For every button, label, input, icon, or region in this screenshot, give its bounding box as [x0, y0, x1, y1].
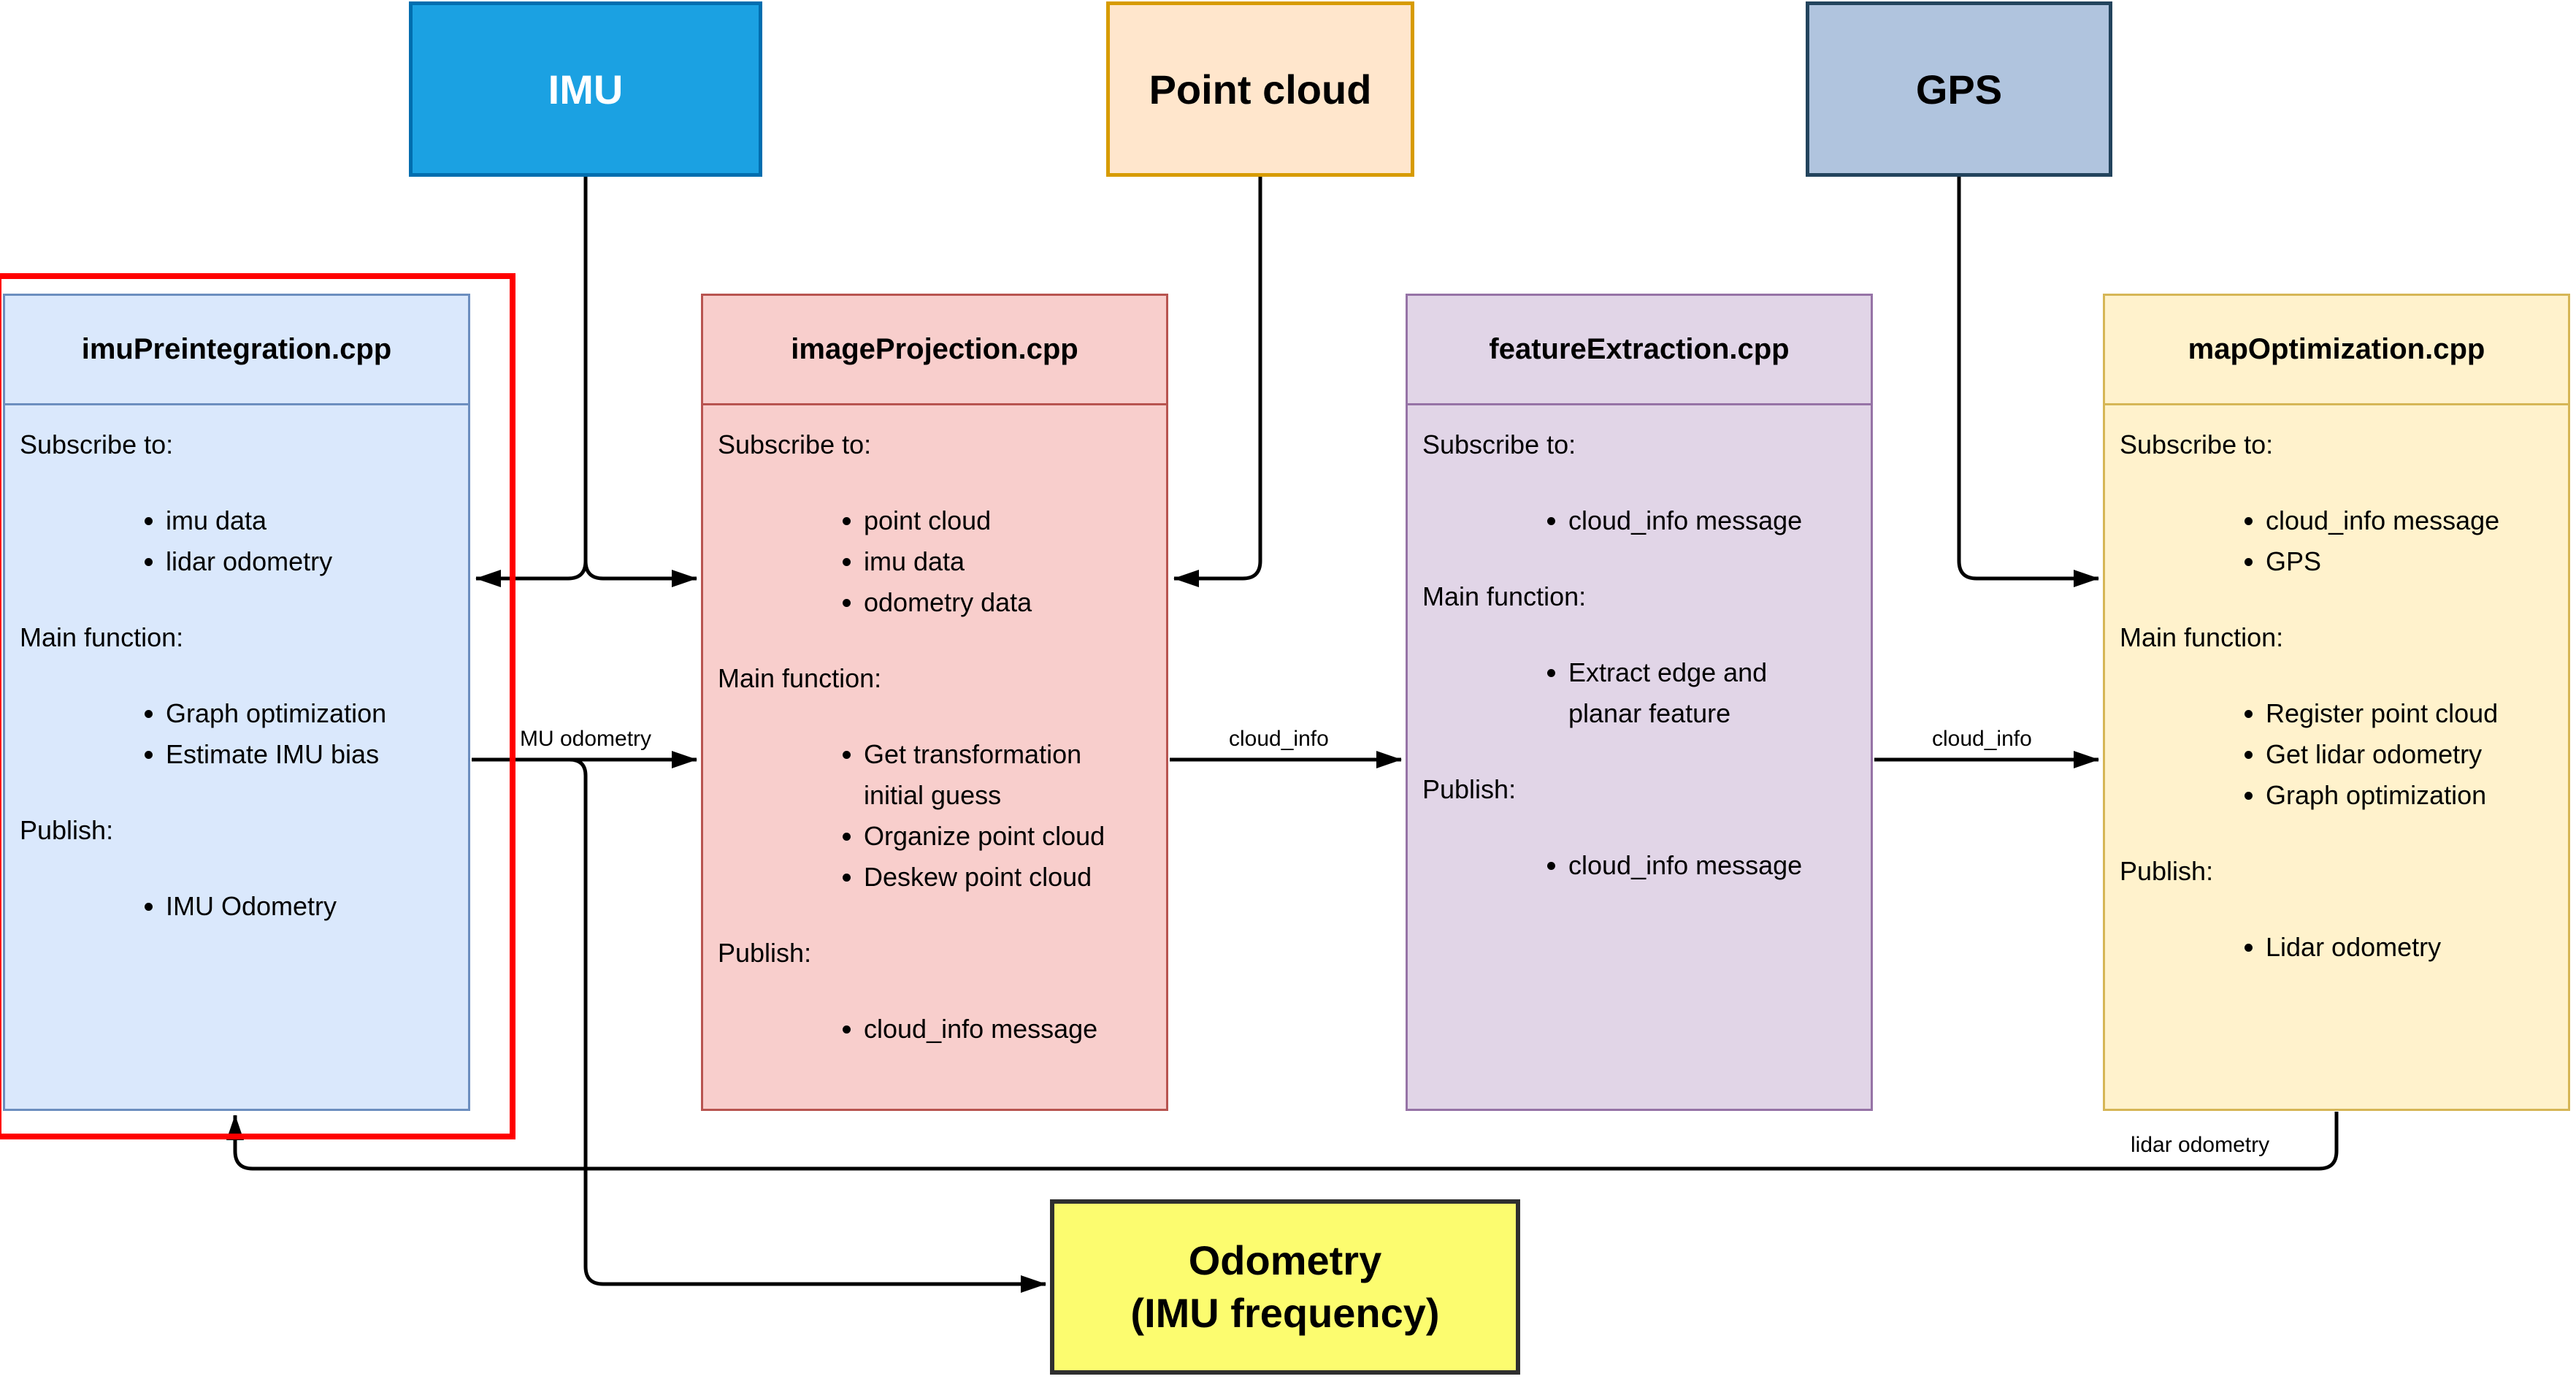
node-point-cloud-label: Point cloud: [1149, 66, 1372, 112]
section-title: Main function:: [1422, 581, 1587, 611]
node-gps: GPS: [1806, 1, 2112, 177]
module-title: imuPreintegration.cpp: [5, 296, 468, 405]
bullet-list: IMU Odometry: [20, 886, 458, 927]
bullet-list: imu data lidar odometry: [20, 500, 458, 582]
list-item: odometry data: [864, 582, 1130, 623]
edge-lidar-odometry-feedback: [226, 1112, 2339, 1171]
list-item: Graph optimization: [2266, 775, 2531, 816]
section-title: Publish:: [2120, 856, 2214, 886]
section-title: Subscribe to:: [1422, 429, 1576, 459]
edge-imu-to-image-projection: [583, 560, 697, 587]
module-title: imageProjection.cpp: [703, 296, 1166, 405]
module-image-projection: imageProjection.cpp Subscribe to: point …: [701, 294, 1168, 1111]
module-map-optimization: mapOptimization.cpp Subscribe to: cloud_…: [2103, 294, 2570, 1111]
section-title: Publish:: [20, 815, 114, 845]
list-item: GPS: [2266, 541, 2531, 582]
section-title: Main function:: [20, 622, 184, 652]
edge-gps-to-map-optimization: [1957, 177, 2099, 587]
module-imu-preintegration: imuPreintegration.cpp Subscribe to: imu …: [3, 294, 470, 1111]
list-item: IMU Odometry: [166, 886, 432, 927]
section-title: Subscribe to:: [2120, 429, 2274, 459]
bullet-list: Extract edge and planar feature: [1422, 652, 1860, 734]
bullet-list: cloud_info message: [1422, 845, 1860, 886]
edge-pointcloud-to-image-projection: [1173, 177, 1262, 587]
bullet-list: Register point cloud Get lidar odometry …: [2120, 693, 2558, 816]
list-item: cloud_info message: [864, 1009, 1130, 1050]
bullet-list: cloud_info message: [1422, 500, 1860, 541]
list-item: cloud_info message: [2266, 500, 2531, 541]
module-body: Subscribe to: cloud_info message Main fu…: [1408, 405, 1871, 886]
list-item: Extract edge and planar feature: [1568, 652, 1834, 734]
node-imu: IMU: [409, 1, 762, 177]
list-item: Register point cloud: [2266, 693, 2531, 734]
list-item: Get lidar odometry: [2266, 734, 2531, 775]
module-body: Subscribe to: cloud_info message GPS Mai…: [2105, 405, 2568, 968]
node-gps-label: GPS: [1915, 66, 2003, 112]
section-title: Subscribe to:: [20, 429, 174, 459]
bullet-list: cloud_info message: [718, 1009, 1156, 1050]
list-item: lidar odometry: [166, 541, 432, 582]
edge-label-imu-odometry: MU odometry: [520, 727, 652, 751]
list-item: Estimate IMU bias: [166, 734, 432, 775]
node-odometry-output: Odometry (IMU frequency): [1050, 1199, 1520, 1375]
section-title: Publish:: [718, 938, 812, 968]
list-item: point cloud: [864, 500, 1130, 541]
module-body: Subscribe to: point cloud imu data odome…: [703, 405, 1166, 1050]
list-item: imu data: [166, 500, 432, 541]
highlight-border-imu-preintegration: [0, 273, 515, 1139]
list-item: cloud_info message: [1568, 500, 1834, 541]
bullet-list: Lidar odometry: [2120, 927, 2558, 968]
bullet-list: cloud_info message GPS: [2120, 500, 2558, 582]
edge-label-cloud-info-1: cloud_info: [1229, 727, 1329, 751]
list-item: Deskew point cloud: [864, 857, 1130, 898]
list-item: Organize point cloud: [864, 816, 1130, 857]
section-title: Subscribe to:: [718, 429, 872, 459]
node-odometry-output-line1: Odometry: [1188, 1237, 1382, 1283]
edge-imu-odometry-branch-to-output: [569, 757, 1046, 1293]
node-point-cloud: Point cloud: [1106, 1, 1414, 177]
module-title: mapOptimization.cpp: [2105, 296, 2568, 405]
edge-label-cloud-info-2: cloud_info: [1932, 727, 2032, 751]
section-title: Main function:: [2120, 622, 2284, 652]
bullet-list: Get transformation initial guess Organiz…: [718, 734, 1156, 898]
bullet-list: point cloud imu data odometry data: [718, 500, 1156, 623]
edge-label-lidar-odometry: lidar odometry: [2131, 1133, 2270, 1157]
list-item: cloud_info message: [1568, 845, 1834, 886]
list-item: Graph optimization: [166, 693, 432, 734]
module-feature-extraction: featureExtraction.cpp Subscribe to: clou…: [1406, 294, 1873, 1111]
node-imu-label: IMU: [548, 66, 624, 112]
module-title: featureExtraction.cpp: [1408, 296, 1871, 405]
list-item: imu data: [864, 541, 1130, 582]
section-title: Publish:: [1422, 774, 1517, 804]
node-odometry-output-line2: (IMU frequency): [1130, 1290, 1440, 1336]
bullet-list: Graph optimization Estimate IMU bias: [20, 693, 458, 775]
list-item: Lidar odometry: [2266, 927, 2531, 968]
list-item: Get transformation initial guess: [864, 734, 1130, 816]
section-title: Main function:: [718, 663, 882, 693]
module-body: Subscribe to: imu data lidar odometry Ma…: [5, 405, 468, 927]
